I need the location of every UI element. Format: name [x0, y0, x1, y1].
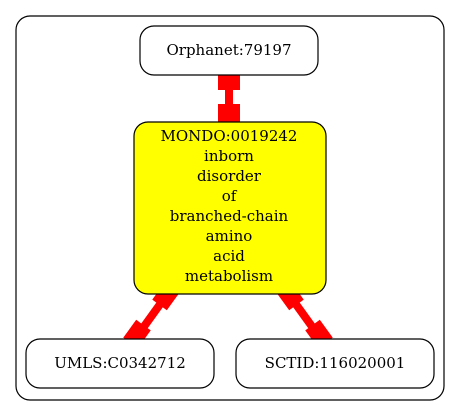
edge-head-box	[218, 104, 240, 124]
node-label: SCTID:116020001	[265, 354, 406, 372]
node-label-line: branched-chain	[170, 207, 289, 225]
node-label-line: disorder	[197, 167, 262, 185]
node-label-line: of	[222, 187, 238, 205]
node-label-line: metabolism	[185, 267, 273, 285]
node-label-line: amino	[206, 227, 253, 245]
node-orphanet[interactable]: Orphanet:79197	[139, 25, 319, 76]
node-label-line: inborn	[204, 147, 254, 165]
node-label-line: MONDO:0019242	[161, 127, 298, 145]
node-label: UMLS:C0342712	[54, 354, 186, 372]
node-sctid[interactable]: SCTID:116020001	[235, 338, 435, 389]
node-label-line: acid	[213, 247, 245, 265]
node-mondo[interactable]: MONDO:0019242 inborn disorder of branche…	[133, 121, 327, 295]
node-label: Orphanet:79197	[166, 41, 291, 59]
node-umls[interactable]: UMLS:C0342712	[25, 338, 215, 389]
